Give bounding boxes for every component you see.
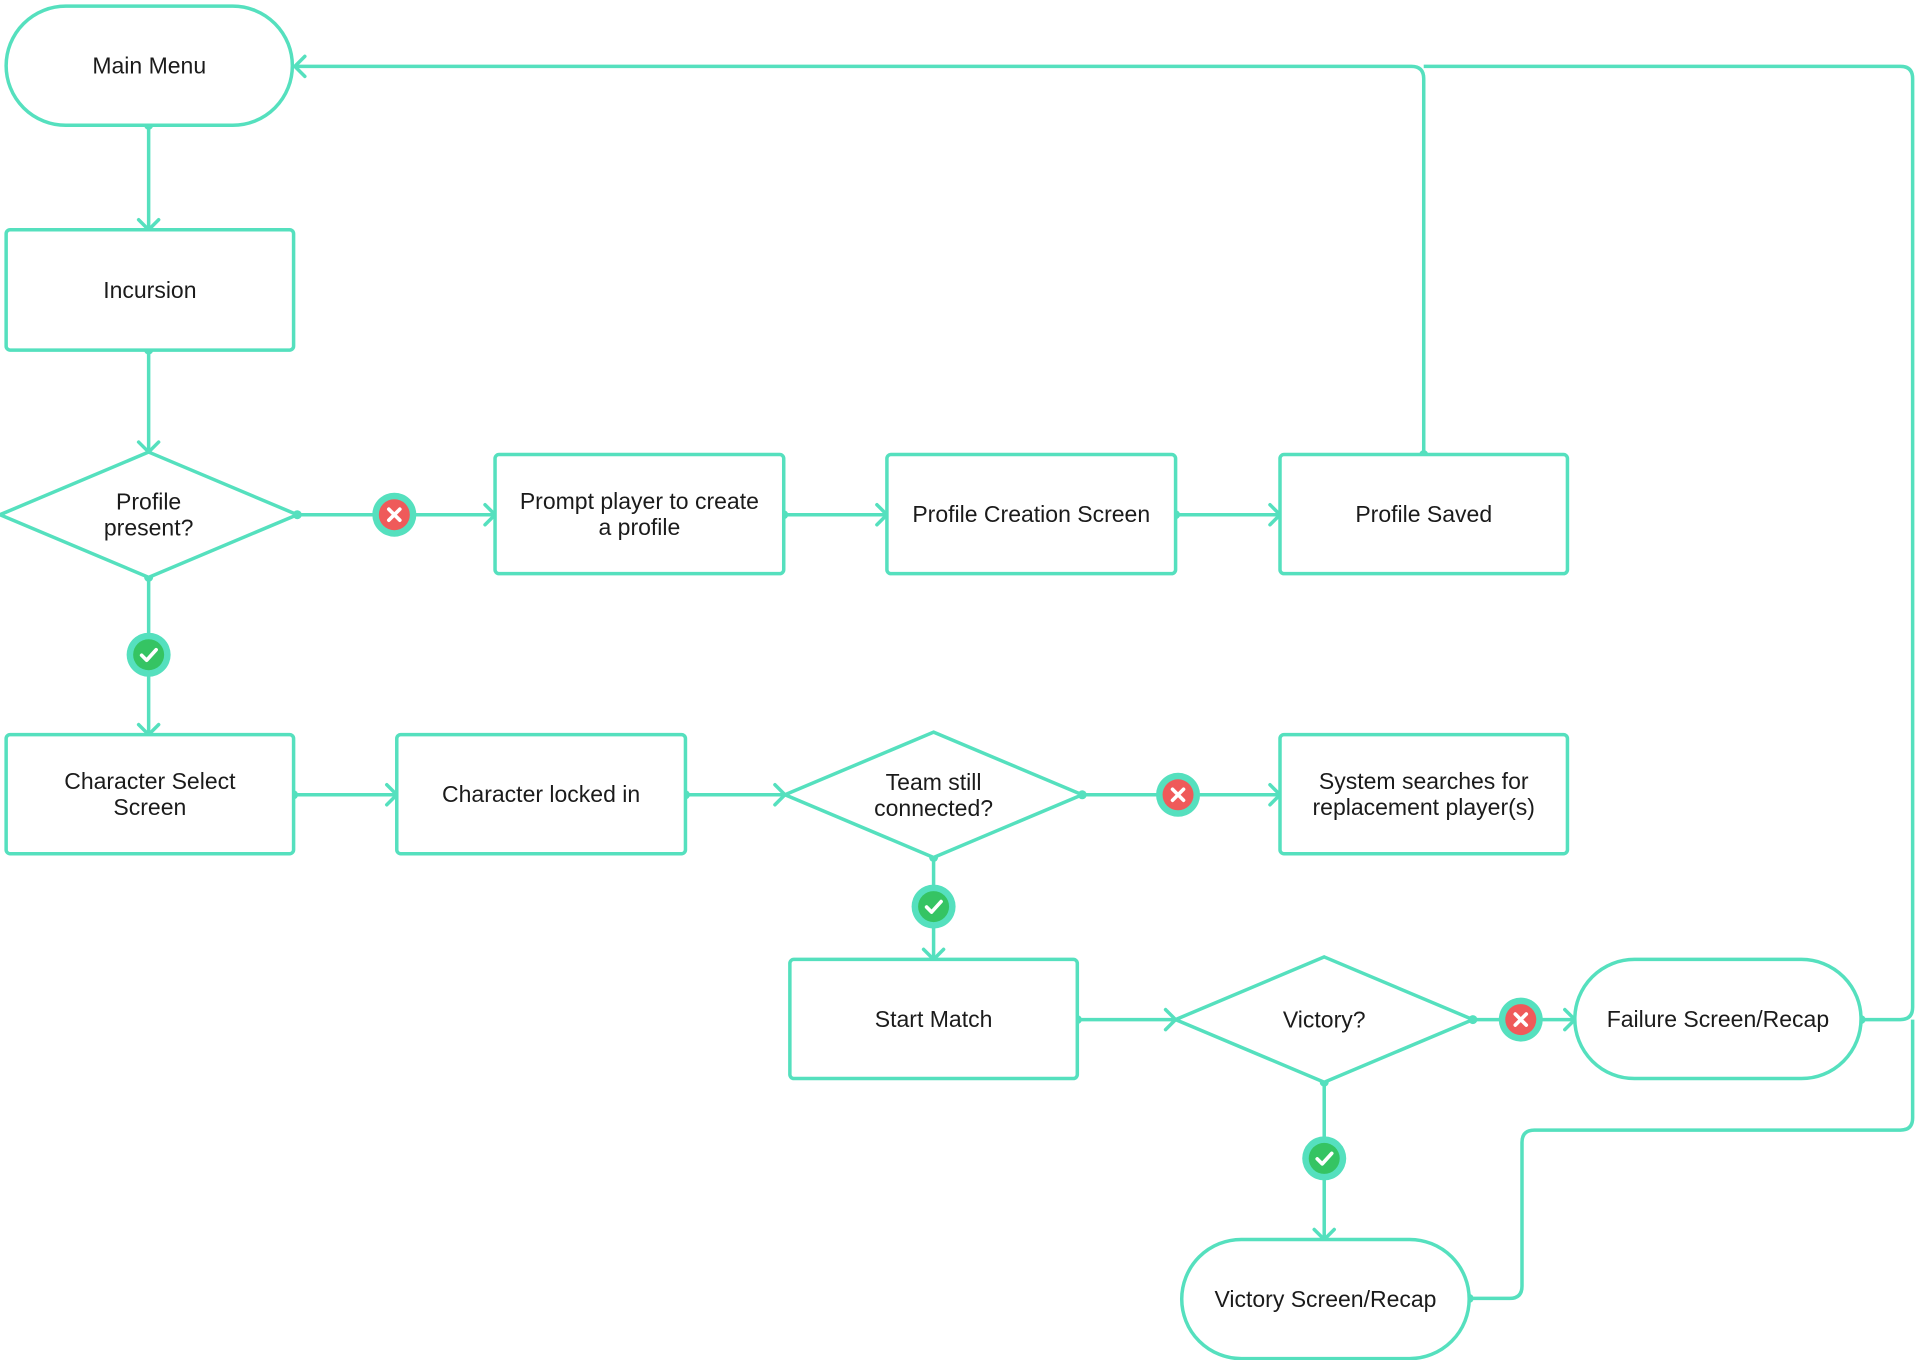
node-main-menu[interactable]: Main Menu: [4, 4, 295, 128]
node-label: Character locked in: [442, 781, 640, 807]
edge-saved-to-main-menu: [293, 54, 1429, 460]
node-label: System searches for: [1319, 768, 1529, 794]
node-failure-screen[interactable]: Failure Screen/Recap: [1573, 957, 1863, 1081]
terminal-pill: [1179, 1237, 1471, 1360]
node-label: Main Menu: [92, 53, 206, 79]
arrow-head-icon: [293, 54, 307, 79]
connector-line: [1423, 64, 1915, 1022]
badge-core: [1308, 1142, 1340, 1174]
node-start-match[interactable]: Start Match: [788, 957, 1080, 1081]
process-box: [885, 452, 1178, 576]
node-label: Start Match: [875, 1006, 993, 1032]
decision-badges: [126, 492, 1543, 1181]
terminal-pill: [4, 4, 295, 128]
edge-main-menu-to-incursion: [136, 120, 161, 232]
node-label: Victory Screen/Recap: [1214, 1286, 1436, 1312]
yes-badge-victory: [1302, 1136, 1347, 1181]
node-label: replacement player(s): [1313, 794, 1535, 820]
process-box: [788, 957, 1080, 1081]
node-label: Character Select: [64, 768, 236, 794]
process-box: [395, 732, 688, 856]
node-label: Incursion: [103, 277, 196, 303]
decision-diamond: [780, 730, 1087, 860]
decision-diamond: [1171, 955, 1478, 1085]
edge-start-match-to-victory-check: [1072, 1007, 1178, 1032]
node-profile-saved[interactable]: Profile Saved: [1278, 452, 1570, 576]
terminal-pill: [1573, 957, 1863, 1081]
edge-incursion-to-profile-check: [136, 345, 161, 454]
yes-badge-team: [911, 884, 956, 929]
badge-core: [918, 891, 950, 923]
no-badge-team: [1156, 772, 1201, 817]
node-label: Prompt player to create: [520, 488, 759, 514]
node-incursion[interactable]: Incursion: [4, 227, 296, 352]
node-label: Team still: [886, 769, 982, 795]
edge-select-to-locked: [289, 783, 399, 807]
process-box: [1278, 452, 1570, 576]
x-icon: [1170, 787, 1186, 803]
process-box: [493, 452, 786, 576]
no-badge-profile: [372, 492, 417, 537]
node-label: connected?: [874, 795, 993, 821]
node-label: Screen: [113, 794, 186, 820]
edge-creation-to-saved: [1171, 502, 1282, 527]
node-character-locked[interactable]: Character locked in: [395, 732, 688, 856]
connector-line: [294, 64, 1426, 455]
node-label: Failure Screen/Recap: [1607, 1006, 1829, 1032]
node-label: Profile Creation Screen: [912, 501, 1150, 527]
check-icon: [924, 899, 943, 914]
node-label: present?: [104, 515, 194, 541]
node-label: a profile: [598, 514, 680, 540]
node-profile-creation[interactable]: Profile Creation Screen: [885, 452, 1178, 576]
decision-diamond: [0, 450, 302, 580]
edge-prompt-to-creation: [779, 502, 889, 527]
connectors: [136, 54, 1915, 1303]
x-icon: [1513, 1012, 1529, 1027]
check-icon: [1315, 1151, 1334, 1166]
node-victory[interactable]: Victory?: [1171, 955, 1478, 1085]
x-icon: [387, 507, 402, 523]
process-box: [4, 732, 296, 856]
no-badge-victory: [1498, 997, 1543, 1042]
node-label: Victory?: [1283, 1007, 1366, 1033]
badge-core: [133, 639, 165, 671]
process-box: [4, 227, 296, 352]
node-label: Profile Saved: [1355, 501, 1492, 527]
connector-line: [1469, 1019, 1915, 1301]
process-box: [1278, 732, 1570, 856]
node-victory-screen[interactable]: Victory Screen/Recap: [1179, 1237, 1471, 1360]
node-label: Profile: [116, 489, 181, 515]
yes-badge-profile: [126, 632, 171, 677]
check-icon: [139, 647, 158, 663]
edge-locked-to-team-check: [680, 783, 787, 807]
